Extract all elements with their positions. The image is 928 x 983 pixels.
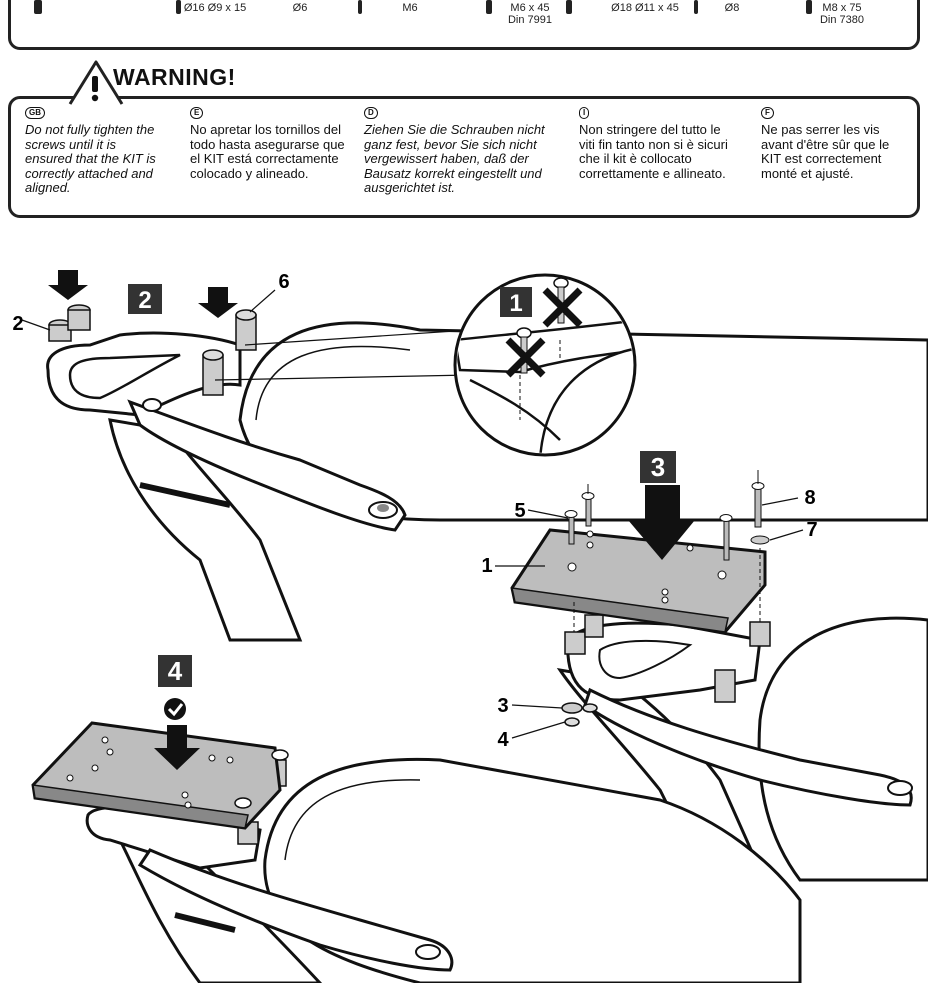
part-silhouette (176, 0, 181, 14)
step2-number: 2 (138, 287, 151, 314)
part-label-6: 6 (278, 271, 289, 293)
part-spec-7: M8 x 75 Din 7380 (819, 2, 865, 26)
language-code-badge: F (761, 107, 774, 119)
language-code-badge: GB (25, 107, 45, 119)
step1-zoom-circle (453, 273, 637, 457)
part-label-5: 5 (514, 500, 525, 522)
part-spec-6: Ø8 (724, 2, 740, 14)
part-label-4: 4 (497, 729, 509, 751)
part-label-8: 8 (804, 487, 815, 509)
part-silhouette (34, 0, 42, 14)
part-label-7: 7 (806, 519, 817, 541)
part-label-3: 3 (497, 695, 508, 717)
step1-badge (500, 287, 532, 317)
parts-spec-box (8, 0, 920, 50)
part-spec-5: Ø18 Ø11 x 45 (611, 2, 679, 14)
warning-title: WARNING! (113, 64, 236, 90)
warning-text: Non stringere del tutto le viti fin tant… (579, 122, 728, 181)
part-silhouette (694, 0, 698, 14)
warning-text-f: F Ne pas serrer les vis avant d'être sûr… (761, 104, 911, 181)
warning-text-e: E No apretar los tornillos del todo hast… (190, 104, 350, 181)
part-label-2: 2 (12, 313, 23, 335)
step3-illustration (495, 470, 928, 882)
step3-badge (640, 451, 676, 483)
step4-badge (158, 655, 192, 687)
step1-number: 1 (509, 290, 522, 317)
step4-illustration (31, 698, 802, 983)
language-code-badge: D (364, 107, 378, 119)
warning-text-gb: GB Do not fully tighten the screws until… (25, 104, 165, 196)
part-silhouette (806, 0, 812, 14)
check-circle-icon (164, 698, 186, 720)
warning-text: Do not fully tighten the screws until it… (25, 122, 156, 195)
step4-number: 4 (168, 656, 183, 686)
warning-text: Ziehen Sie die Schrauben nicht ganz fest… (364, 122, 545, 195)
part-label-1: 1 (481, 555, 492, 577)
part-spec-4: M6 x 45 Din 7991 (507, 2, 553, 26)
part-silhouette (358, 0, 362, 14)
step3-number: 3 (651, 452, 665, 482)
warning-text: No apretar los tornillos del todo hasta … (190, 122, 345, 181)
language-code-badge: E (190, 107, 204, 119)
warning-text-i: I Non stringere del tutto le viti fin ta… (579, 104, 734, 181)
part-spec-2: Ø6 (292, 2, 308, 14)
part-spec-1: Ø16 Ø9 x 15 (183, 2, 247, 14)
warning-text-d: D Ziehen Sie die Schrauben nicht ganz fe… (364, 104, 559, 196)
part-spec-3: M6 (402, 2, 418, 14)
step2-badge (128, 284, 162, 314)
part-silhouette (566, 0, 572, 14)
warning-text: Ne pas serrer les vis avant d'être sûr q… (761, 122, 890, 181)
warning-box (8, 96, 920, 218)
part-silhouette (486, 0, 492, 14)
language-code-badge: I (579, 107, 590, 119)
